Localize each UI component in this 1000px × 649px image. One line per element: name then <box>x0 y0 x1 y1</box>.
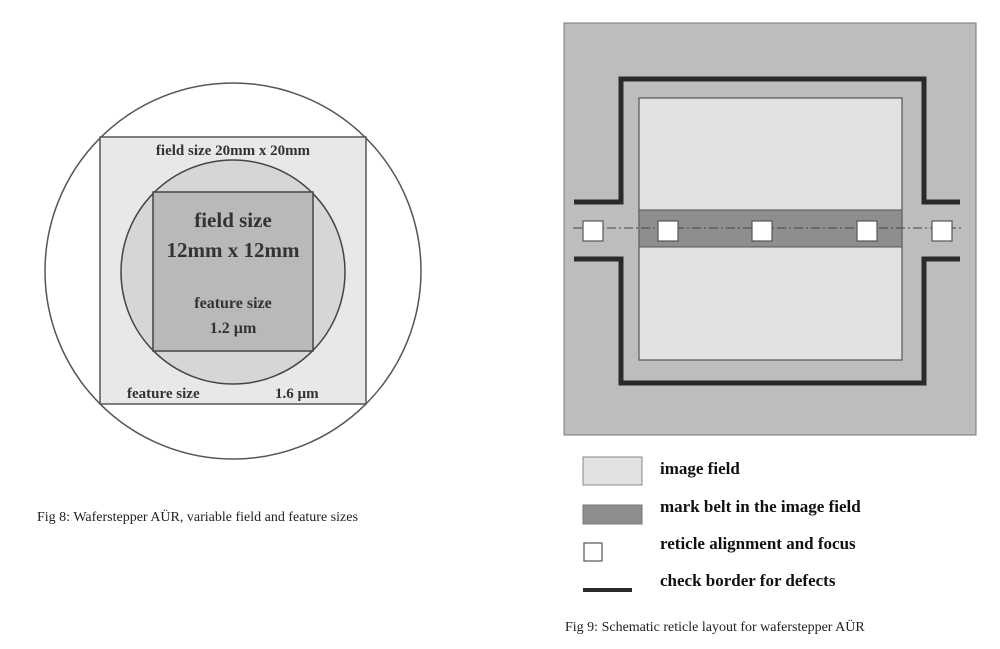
legend-swatch-alignment-mark <box>583 542 603 562</box>
figure-8-caption: Fig 8: Waferstepper AÜR, variable field … <box>37 510 358 525</box>
outer-field-label: field size 20mm x 20mm <box>156 143 311 159</box>
check-border-top <box>574 76 960 205</box>
alignment-mark-outer <box>931 220 953 242</box>
inner-field-square <box>152 191 314 352</box>
legend-label-check-border: check border for defects <box>660 571 836 590</box>
figure-9-caption: Fig 9: Schematic reticle layout for wafe… <box>565 620 865 635</box>
alignment-marks <box>582 220 953 242</box>
figure-8: field size 20mm x 20mm field size 12mm x… <box>44 82 422 460</box>
inner-field-label-line1: field size <box>194 208 272 232</box>
outer-feature-value: 1.6 µm <box>275 386 319 402</box>
legend-swatch-mark-belt <box>582 504 643 525</box>
outer-feature-label: feature size <box>127 386 200 402</box>
inner-feature-label-line1: feature size <box>194 295 271 312</box>
legend-swatch-image-field <box>582 456 643 486</box>
legend-label-image-field: image field <box>660 459 740 478</box>
figure-9: image field mark belt in the image field… <box>563 22 977 592</box>
check-border-bottom <box>574 256 960 386</box>
alignment-mark-belt <box>751 220 773 242</box>
alignment-mark-outer <box>582 220 604 242</box>
inner-field-label-line2: 12mm x 12mm <box>167 238 300 262</box>
legend: image field mark belt in the image field… <box>582 456 861 592</box>
legend-label-mark-belt: mark belt in the image field <box>660 497 861 516</box>
alignment-mark-belt <box>657 220 679 242</box>
inner-feature-label-line2: 1.2 µm <box>210 320 257 337</box>
alignment-mark-belt <box>856 220 878 242</box>
legend-label-alignment-mark: reticle alignment and focus <box>660 534 856 553</box>
